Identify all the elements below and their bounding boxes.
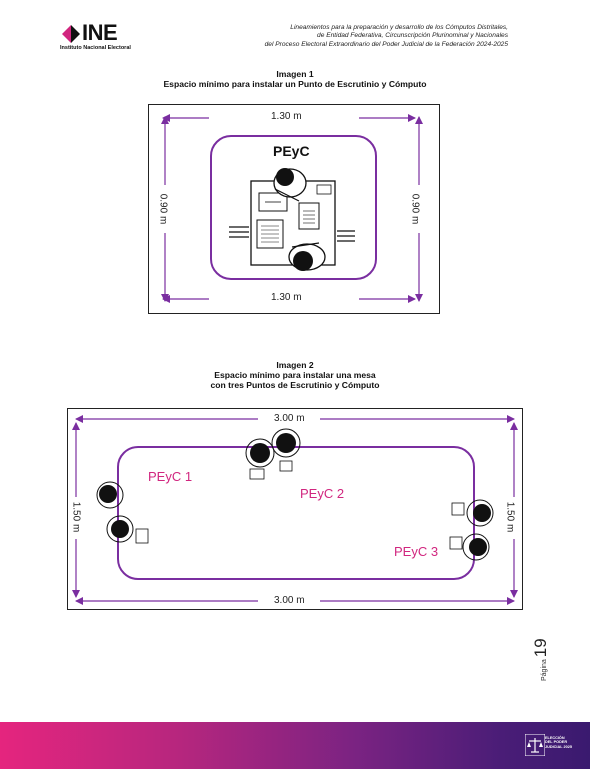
footer-bar bbox=[0, 722, 590, 769]
badge-text: ELECCIÓN DEL PODER JUDICIAL 2025 bbox=[545, 736, 572, 749]
header-line: Lineamientos para la preparación y desar… bbox=[290, 24, 508, 31]
page-number-value: 19 bbox=[531, 638, 550, 658]
ine-logo bbox=[58, 20, 178, 50]
figure2-caption-line1: Espacio mínimo para instalar una mesa bbox=[214, 370, 376, 380]
station-label: PEyC bbox=[273, 143, 310, 159]
person-icon bbox=[96, 481, 149, 544]
logo-text: INE bbox=[82, 20, 118, 45]
scales-icon bbox=[525, 734, 545, 756]
figure1-width-label-bottom: 1.30 m bbox=[267, 292, 306, 304]
header-line: del Proceso Electoral Extraordinario del… bbox=[264, 40, 508, 48]
badge-line: JUDICIAL 2025 bbox=[545, 744, 572, 749]
station-3-label: PEyC 3 bbox=[394, 544, 439, 559]
document-header: Lineamientos para la preparación y desar… bbox=[188, 24, 508, 49]
figure2-width-label-top: 3.00 m bbox=[270, 413, 309, 425]
figure1-width-label-top: 1.30 m bbox=[267, 111, 306, 123]
figure1-height-label-left: 0.90 m bbox=[156, 189, 169, 229]
header-line: de Entidad Federativa, Circunscripción P… bbox=[317, 32, 508, 40]
page-number: Página 19 bbox=[531, 638, 551, 681]
ine-logo-icon bbox=[62, 25, 80, 43]
badge-line: ELECCIÓN bbox=[545, 736, 565, 740]
person-icon bbox=[245, 428, 301, 480]
figure1-caption: Espacio mínimo para instalar un Punto de… bbox=[163, 79, 427, 89]
figure2-title: Imagen 2 bbox=[276, 360, 314, 370]
figure2-height-label-right: 1.50 m bbox=[503, 497, 516, 537]
figure2-caption-line2: con tres Puntos de Escrutinio y Cómputo bbox=[210, 380, 380, 390]
person-icon bbox=[288, 242, 326, 271]
figure1-diagram bbox=[161, 114, 423, 303]
figure2-height-label-left: 1.50 m bbox=[69, 497, 82, 537]
person-icon bbox=[273, 168, 307, 202]
station-2-label: PEyC 2 bbox=[300, 486, 345, 501]
figure1-frame: 1.30 m 1.30 m 0.90 m 0.90 m PEyC bbox=[148, 104, 440, 314]
badge-line: DEL PODER bbox=[545, 740, 568, 745]
figure1-title: Imagen 1 bbox=[276, 69, 314, 79]
person-icon bbox=[449, 499, 494, 561]
logo-subtitle: Instituto Nacional Electoral bbox=[60, 45, 131, 51]
figure2-width-label-bottom: 3.00 m bbox=[270, 595, 309, 607]
station-1-label: PEyC 1 bbox=[148, 469, 193, 484]
figure1-height-label-right: 0.90 m bbox=[408, 189, 421, 229]
page-word: Página bbox=[541, 659, 548, 681]
election-badge bbox=[523, 733, 581, 757]
figure2-diagram bbox=[72, 415, 518, 605]
figure2-frame: 3.00 m 3.00 m 1.50 m 1.50 m PEyC 1 PEyC … bbox=[67, 408, 523, 610]
